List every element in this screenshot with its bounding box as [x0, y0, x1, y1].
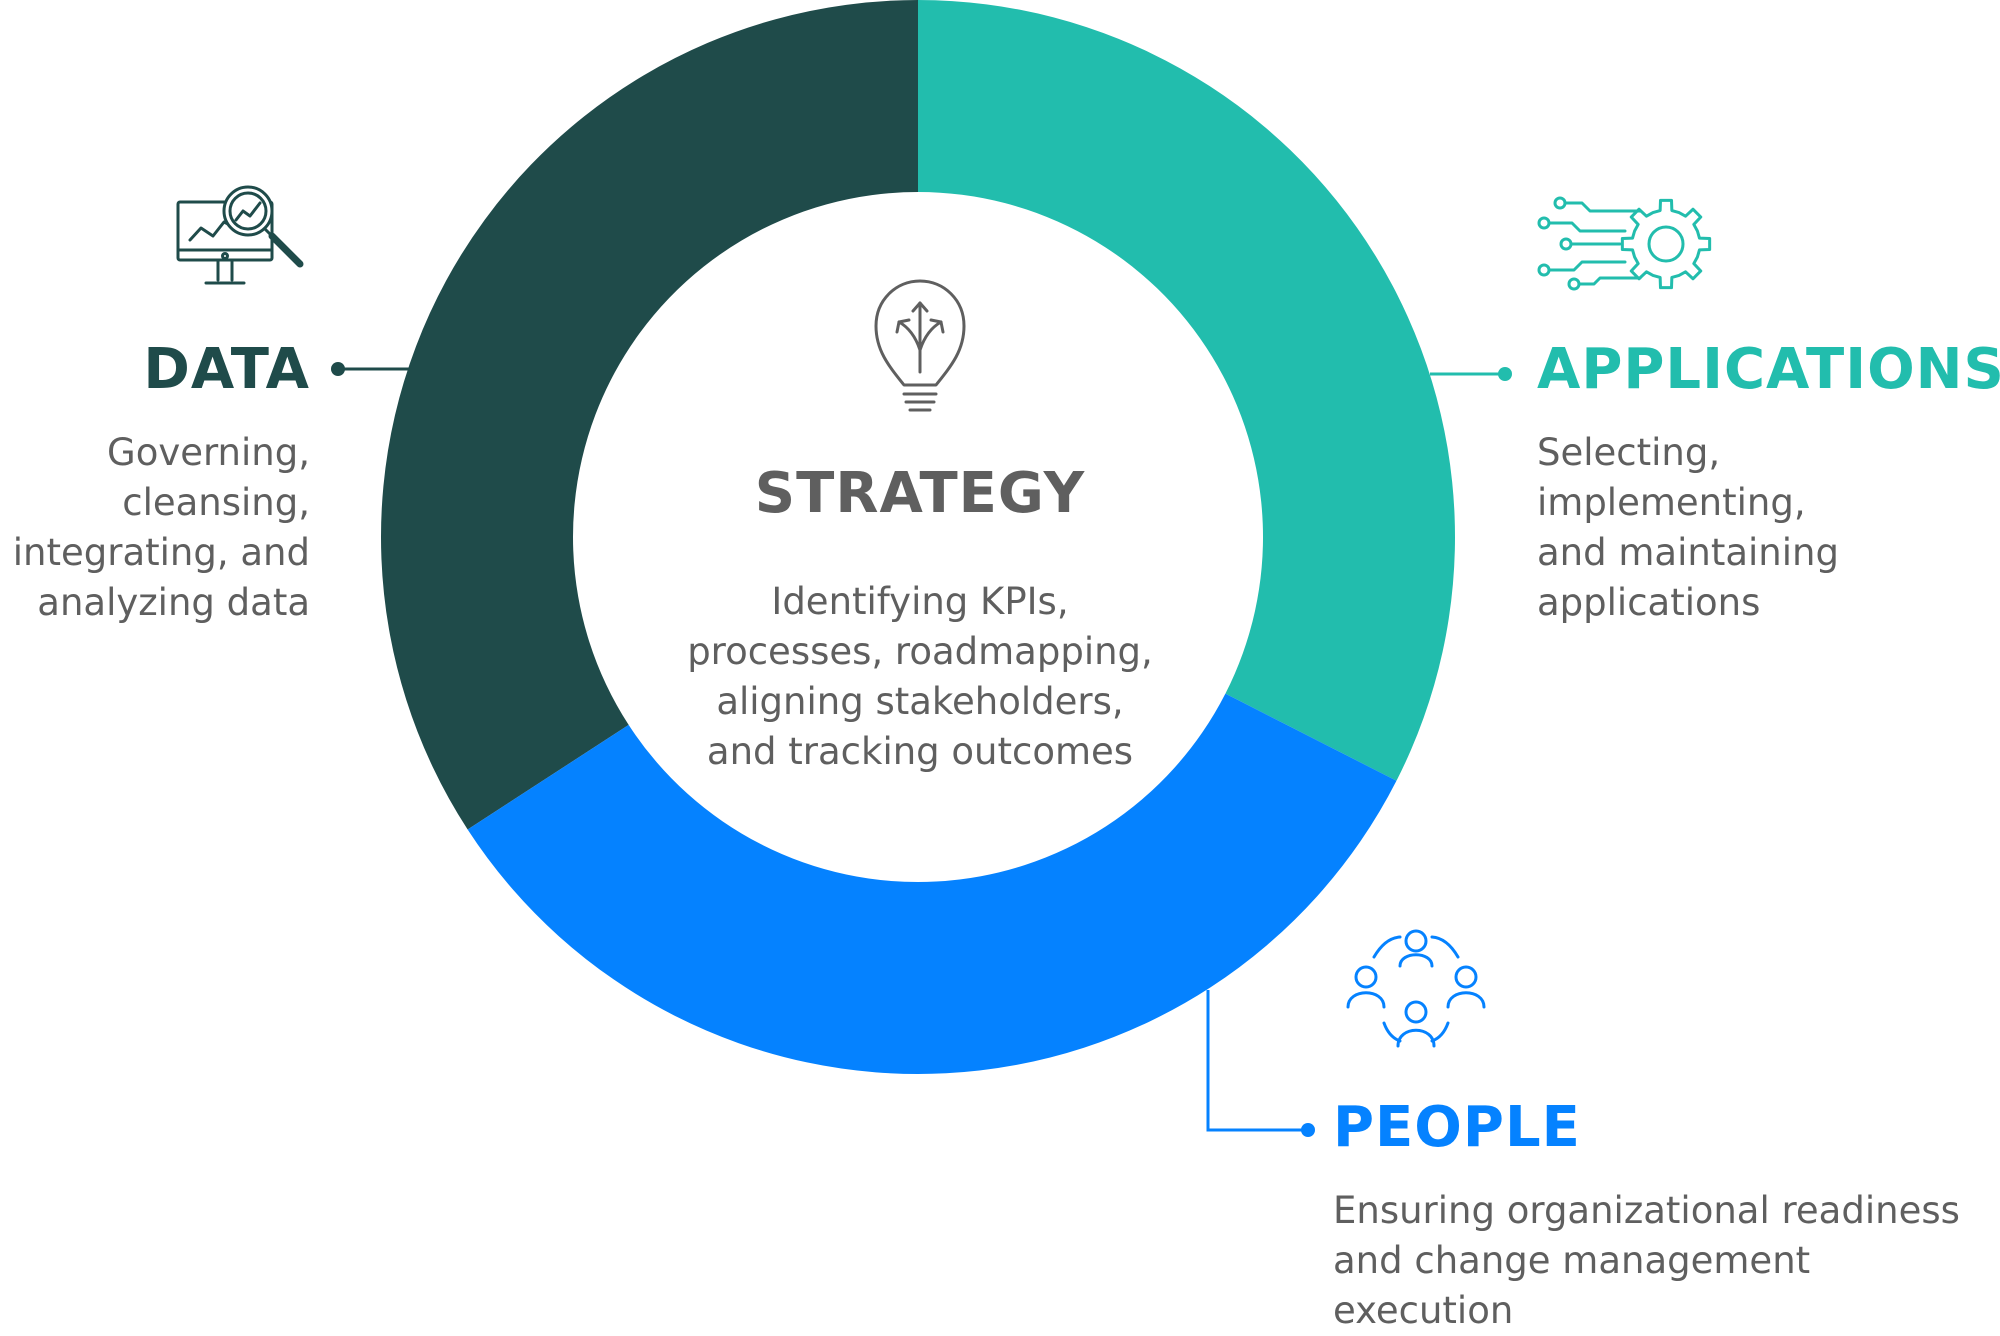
people-description: Ensuring organizational readiness and ch…	[1333, 1189, 1960, 1332]
lightbulb-icon	[874, 279, 966, 412]
people-connector	[1206, 990, 1315, 1137]
analytics-monitor-icon	[176, 185, 304, 285]
applications-ring-segment	[918, 0, 1455, 781]
circuit-gear-icon	[1537, 196, 1712, 291]
applications-description: Selecting, implementing, and maintaining…	[1537, 431, 1839, 624]
data-description: Governing, cleansing, integrating, and a…	[12, 431, 310, 624]
data-ring-segment	[380, 0, 919, 830]
people-title: PEOPLE	[1333, 1095, 1581, 1160]
applications-title: APPLICATIONS	[1537, 337, 2000, 402]
data-title: DATA	[143, 337, 310, 402]
team-circle-icon	[1346, 929, 1486, 1048]
applications-connector	[1430, 367, 1512, 381]
people-ring-segment	[467, 693, 1397, 1075]
data-connector	[331, 362, 410, 376]
strategy-description: Identifying KPIs, processes, roadmapping…	[687, 580, 1153, 773]
strategy-title: STRATEGY	[754, 461, 1086, 526]
strategy-ring-diagram	[176, 0, 1712, 1137]
